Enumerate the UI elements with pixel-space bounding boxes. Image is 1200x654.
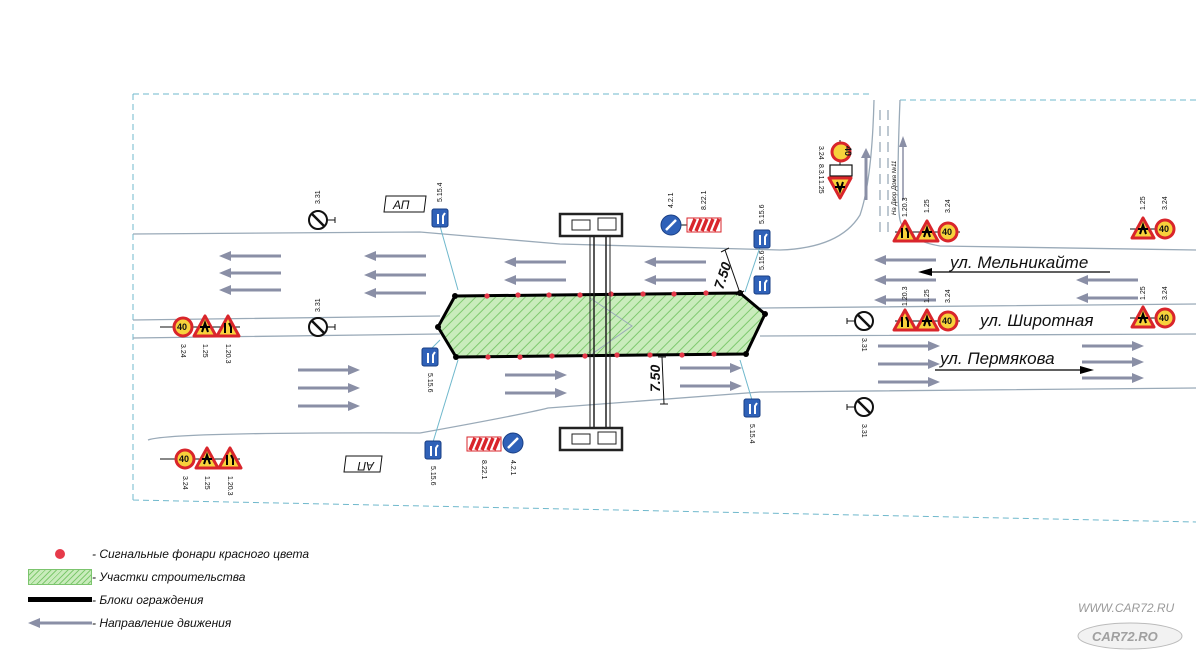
svg-text:40: 40 — [942, 316, 952, 326]
svg-text:1.25: 1.25 — [201, 344, 208, 358]
svg-text:3.24: 3.24 — [945, 289, 952, 303]
svg-text:1.20.3: 1.20.3 — [902, 197, 909, 217]
lane-sign: 5.15.6 — [424, 359, 459, 486]
watermark-logo: CAR72.RO — [1077, 622, 1183, 650]
svg-text:1.25: 1.25 — [1140, 196, 1147, 210]
svg-text:4.2.1: 4.2.1 — [509, 460, 516, 476]
svg-text:40: 40 — [1159, 224, 1169, 234]
sign-cluster-east-middle: 40 1.20.3 1.25 3.24 — [892, 286, 960, 332]
sign-cluster-west-middle: 40 3.24 1.25 1.20.3 — [160, 314, 241, 364]
sign-cluster-side-road: 40 3.24 8.3.1 1.25 — [817, 140, 853, 200]
svg-text:1.20.3: 1.20.3 — [902, 286, 909, 306]
legend-text-lamps: - Сигнальные фонари красного цвета — [92, 546, 310, 561]
svg-text:3.31: 3.31 — [860, 424, 867, 438]
legend-row-direction: - Направление движения — [28, 611, 309, 634]
sign-cluster-far-east-middle: 40 1.25 3.24 — [1130, 286, 1176, 329]
svg-text:5.15.6: 5.15.6 — [759, 250, 766, 270]
street-melnikaite: ул. Мельникайте — [949, 253, 1088, 272]
lane-sign: 5.15.6 — [421, 339, 441, 393]
legend: - Сигнальные фонари красного цвета - Уча… — [28, 542, 309, 634]
watermark-url: WWW.CAR72.RU — [1078, 601, 1175, 615]
svg-text:8.22.1: 8.22.1 — [480, 460, 487, 480]
sign-cluster-west-south: 40 3.24 1.25 1.20.3 — [160, 446, 243, 496]
svg-text:1.25: 1.25 — [924, 199, 931, 213]
no-stopping-sign: 3.31 — [307, 190, 337, 231]
side-road-label: На Двор Дома №11 — [891, 161, 898, 215]
svg-text:3.24: 3.24 — [1162, 286, 1169, 300]
svg-text:3.24: 3.24 — [817, 146, 824, 160]
svg-text:5.15.6: 5.15.6 — [759, 204, 766, 224]
svg-text:8.3.1: 8.3.1 — [817, 164, 824, 180]
svg-text:5.15.6: 5.15.6 — [426, 373, 433, 393]
lane-sign: 5.15.4 — [431, 182, 459, 291]
dimension-north: 7.50 — [711, 260, 735, 291]
barrier-line-icon — [28, 597, 92, 602]
svg-text:1.25: 1.25 — [924, 289, 931, 303]
svg-text:3.31: 3.31 — [315, 190, 322, 204]
direction-arrow-icon — [28, 617, 92, 628]
detour-sign-south: 8.22.1 4.2.1 — [465, 431, 525, 480]
legend-text-construction: - Участки строительства — [92, 569, 246, 584]
street-permyakova: ул. Пермякова — [939, 349, 1055, 368]
svg-text:40: 40 — [942, 227, 952, 237]
legend-row-lamps: - Сигнальные фонари красного цвета — [28, 542, 309, 565]
sign-cluster-east-north: 40 1.20.3 1.25 3.24 — [892, 197, 960, 243]
lane-sign: 5.15.4 — [739, 359, 761, 444]
svg-text:4.2.1: 4.2.1 — [668, 192, 675, 208]
svg-text:3.24: 3.24 — [945, 199, 952, 213]
svg-text:3.31: 3.31 — [315, 298, 322, 312]
bus-stop-north: АП — [383, 195, 427, 213]
legend-text-direction: - Направление движения — [92, 615, 232, 630]
dimension-lines — [658, 247, 745, 405]
lane-sign: 5.15.6 — [753, 250, 771, 295]
svg-text:АП: АП — [357, 459, 375, 473]
legend-text-barriers: - Блоки ограждения — [92, 592, 204, 607]
svg-text:5.15.6: 5.15.6 — [429, 466, 436, 486]
svg-text:40: 40 — [179, 454, 189, 464]
svg-text:3.24: 3.24 — [179, 344, 186, 358]
svg-text:3.31: 3.31 — [860, 338, 867, 352]
svg-text:1.25: 1.25 — [817, 180, 824, 194]
svg-text:1.25: 1.25 — [1140, 286, 1147, 300]
no-stopping-sign: 3.31 — [845, 310, 875, 352]
svg-text:40: 40 — [843, 146, 853, 156]
svg-text:5.15.4: 5.15.4 — [437, 182, 444, 202]
svg-text:CAR72.RO: CAR72.RO — [1092, 629, 1158, 644]
svg-text:8.22.1: 8.22.1 — [701, 190, 708, 210]
legend-row-construction: - Участки строительства — [28, 565, 309, 588]
lane-sign: 5.15.6 — [744, 204, 771, 293]
sign-cluster-far-east-north: 40 1.25 3.24 — [1130, 196, 1176, 240]
svg-text:1.20.3: 1.20.3 — [224, 344, 231, 364]
svg-text:1.25: 1.25 — [203, 476, 210, 490]
side-road-arrows — [861, 136, 907, 200]
street-shirotnaya: ул. Широтная — [979, 311, 1093, 330]
dimension-south: 7.50 — [647, 365, 663, 392]
svg-text:40: 40 — [177, 322, 187, 332]
svg-text:3.24: 3.24 — [181, 476, 188, 490]
bus-stop-south: АП — [343, 455, 383, 473]
pedestrian-bridge — [558, 212, 624, 452]
lamp-icon — [55, 548, 65, 559]
detour-sign-north: 4.2.1 8.22.1 — [659, 190, 723, 237]
no-stopping-sign: 3.31 — [307, 298, 337, 338]
legend-row-barriers: - Блоки ограждения — [28, 588, 309, 611]
svg-text:3.24: 3.24 — [1162, 196, 1169, 210]
svg-text:АП: АП — [392, 198, 410, 212]
svg-text:40: 40 — [1159, 313, 1169, 323]
svg-text:5.15.4: 5.15.4 — [748, 424, 755, 444]
construction-swatch-icon — [28, 568, 92, 585]
no-stopping-sign: 3.31 — [845, 396, 875, 438]
svg-text:1.20.3: 1.20.3 — [226, 476, 233, 496]
